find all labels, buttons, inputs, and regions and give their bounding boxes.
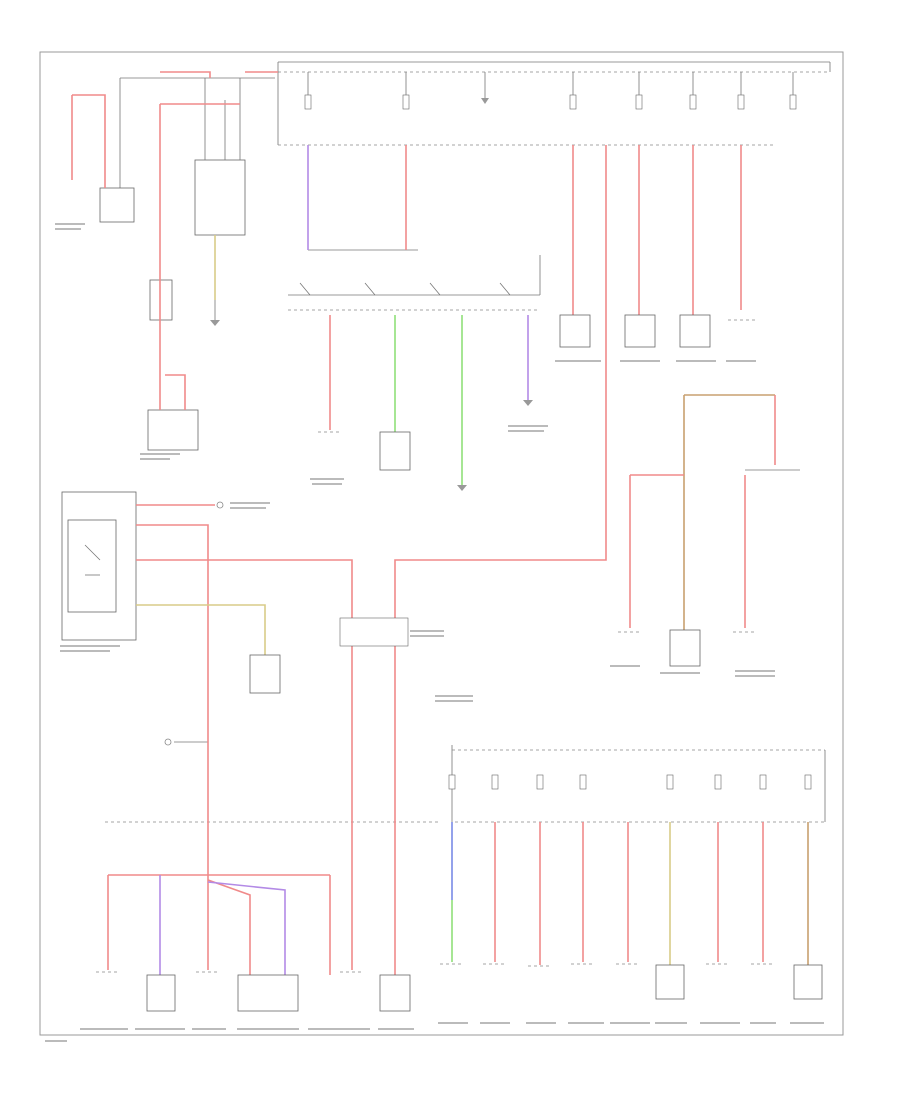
ecm-wires bbox=[136, 501, 353, 740]
lower-right-fuses bbox=[448, 774, 812, 790]
lower-left-wires bbox=[107, 730, 396, 975]
ignition-switch bbox=[288, 249, 541, 311]
battery-section bbox=[99, 77, 275, 451]
lower-left-components bbox=[96, 971, 411, 1012]
fuse-box-upper bbox=[277, 61, 831, 146]
ignition-outputs bbox=[318, 315, 533, 491]
engine-control-module bbox=[61, 491, 137, 641]
fuse-symbol bbox=[304, 94, 797, 110]
diagram-frame bbox=[39, 51, 844, 1036]
lower-right-components bbox=[440, 963, 823, 1000]
battery-wires-red bbox=[71, 71, 278, 410]
upper-components bbox=[559, 314, 756, 348]
right-mid-wiring bbox=[618, 394, 800, 667]
lower-right-wires bbox=[451, 822, 809, 965]
upper-fuses bbox=[304, 72, 797, 110]
engine-connector bbox=[164, 617, 409, 746]
illegible-label-marks bbox=[45, 223, 824, 1042]
